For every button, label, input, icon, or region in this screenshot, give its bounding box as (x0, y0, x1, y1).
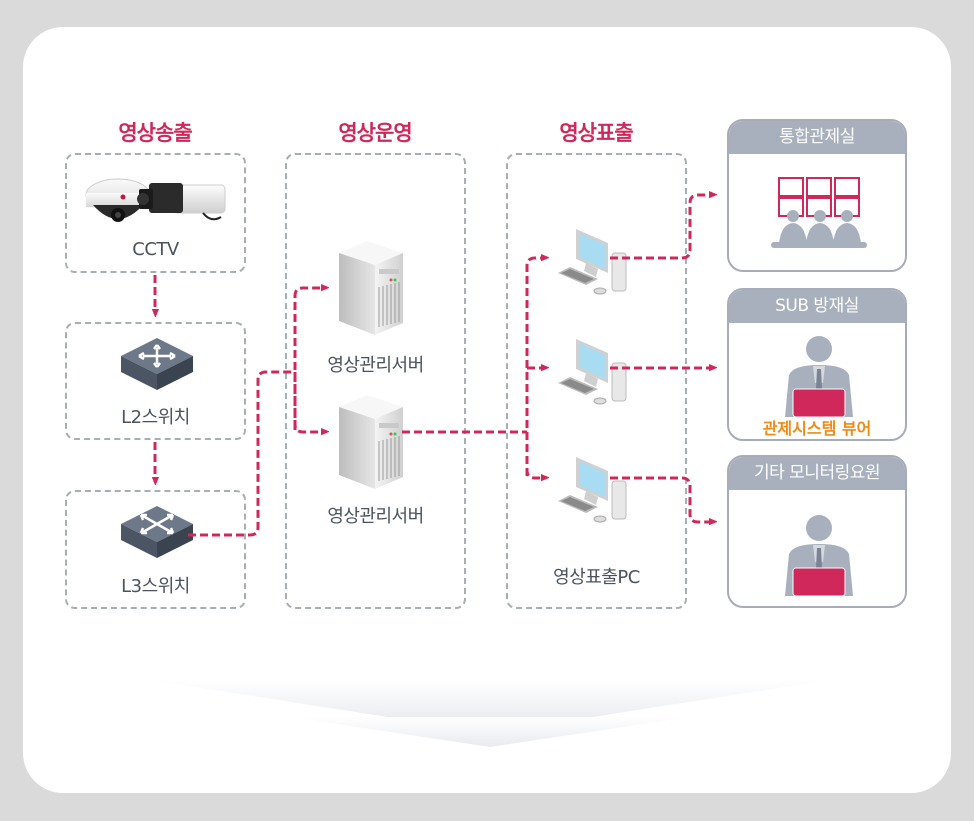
link-to-server-2 (293, 372, 326, 432)
server-tower-icon (339, 241, 403, 335)
l3-switch-box: L3스위치 (65, 490, 246, 609)
desktop-pc-icon (558, 457, 627, 523)
l2-switch-label: L2스위치 (121, 407, 190, 428)
l2-switch-box: L2스위치 (65, 322, 246, 440)
network-switch-icon (121, 506, 193, 558)
l3-switch-label: L3스위치 (121, 576, 190, 597)
cctv-camera-icon (85, 178, 226, 222)
desktop-pc-icon (558, 229, 627, 295)
server-label-2: 영상관리서버 (327, 506, 424, 527)
destination-control-center: 통합관제실 (727, 119, 907, 272)
operator-laptop-icon (785, 515, 853, 596)
down-arrow-icon (150, 680, 830, 747)
column-title-transmission: 영상송출 (118, 121, 192, 145)
destination-other-monitoring: 기타 모니터링요원 (727, 455, 907, 608)
destination-title: SUB 방재실 (729, 290, 905, 323)
link-l3-operation (188, 370, 295, 537)
network-switch-icon (121, 338, 193, 390)
link-to-server-1 (293, 288, 326, 430)
server-label-1: 영상관리서버 (327, 355, 424, 376)
desktop-pc-icon (558, 339, 627, 405)
cctv-label: CCTV (132, 239, 179, 260)
column-title-operation: 영상운영 (338, 121, 412, 145)
link-to-pc-1 (525, 258, 546, 476)
control-room-icon (771, 177, 867, 248)
display-pc-label: 영상표출PC (553, 567, 640, 588)
cctv-box: CCTV (65, 153, 246, 273)
link-pc1-control-center (610, 195, 714, 260)
destination-title: 기타 모니터링요원 (729, 457, 905, 490)
display-box: 영상표출PC (506, 153, 687, 609)
server-tower-icon (339, 395, 403, 489)
link-to-pc-3 (525, 432, 546, 478)
operation-box: 영상관리서버 영상관리서버 (285, 153, 466, 609)
viewer-caption: 관제시스템 뷰어 (762, 419, 872, 438)
column-title-display: 영상표출 (559, 121, 633, 145)
operator-laptop-icon (785, 336, 853, 417)
destination-sub-disaster-room: SUB 방재실 관제시스템 뷰어 (727, 288, 907, 441)
destination-title: 통합관제실 (729, 121, 905, 154)
link-pc3-monitoring (610, 476, 714, 522)
